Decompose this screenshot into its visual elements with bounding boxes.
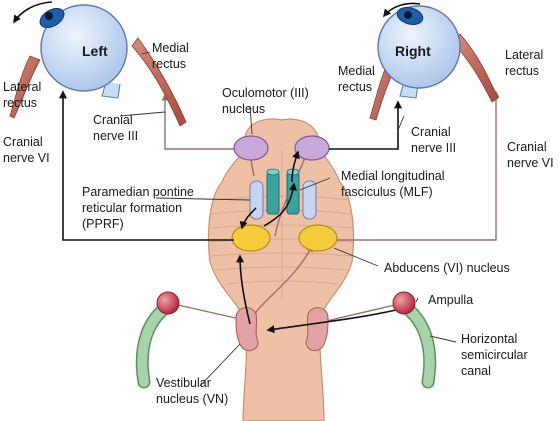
pprf-label: Paramedian pontine reticular formation (…: [82, 185, 197, 231]
cranial-nerve-vi-right-path: [335, 90, 500, 241]
ampulla-left-to-vn: [177, 304, 241, 320]
right-eye-label: Right: [395, 43, 431, 59]
lateral-rectus-right-label: Lateral rectus: [505, 48, 547, 78]
mlf-label: Medial longitudinal fasciculus (MLF): [341, 169, 448, 199]
left-medial-rectus: [131, 37, 187, 127]
ampulla-label: Ampulla: [428, 293, 473, 307]
right-eye: Right: [369, 2, 499, 121]
ampulla-right-to-vn: [321, 304, 396, 323]
abducens-nucleus-right: [298, 224, 338, 252]
semicircular-canal-label: Horizontal semicircular canal: [461, 332, 531, 378]
oculomotor-nucleus-label: Oculomotor (III) nucleus: [222, 86, 312, 116]
ampulla-left: [156, 291, 180, 315]
medial-rectus-right-label: Medial rectus: [338, 64, 378, 94]
mlf-to-oculomotor-right: [291, 150, 300, 183]
left-lateral-rectus: [9, 55, 41, 119]
medial-rectus-left-label: Medial rectus: [152, 41, 192, 71]
pprf-right-bar: [302, 180, 317, 220]
cranial-nerve-vi-right-label: Cranial nerve VI: [507, 140, 554, 170]
ampulla-right-to-vn-left: [266, 309, 397, 334]
vestibular-nucleus-label: Vestibular nucleus (VN): [156, 376, 228, 406]
lateral-rectus-left-label: Lateral rectus: [3, 80, 45, 110]
vestibular-nucleus-left: [235, 307, 259, 352]
cranial-nerve-iii-right-path: [329, 100, 402, 150]
left-eye-rotation-arrow: [13, 1, 53, 24]
labels: Medial rectus Lateral rectus Cranial ner…: [3, 41, 554, 406]
vestibular-nucleus-right: [305, 307, 329, 352]
abducens-left-to-mlf: [263, 182, 297, 227]
abducens-nucleus-label: Abducens (VI) nucleus: [384, 261, 510, 275]
vn-left-to-abducens-left: [236, 254, 251, 325]
cranial-nerve-iii-left-path: [161, 93, 236, 150]
oculomotor-nucleus-right: [294, 135, 330, 161]
pprf-to-abducens-left: [239, 207, 257, 230]
cranial-nerve-vi-left-path: [59, 90, 234, 241]
right-lateral-rectus: [451, 33, 499, 103]
cranial-nerve-vi-left-label: Cranial nerve VI: [3, 135, 50, 165]
brainstem: [207, 118, 355, 421]
right-eye-rotation-arrow: [382, 2, 421, 18]
left-eye-label: Left: [82, 43, 108, 59]
oculomotor-nucleus-left: [233, 135, 269, 161]
ampulla-right: [392, 291, 416, 315]
cranial-nerve-iii-right-label: Cranial nerve III: [411, 125, 456, 155]
left-eye: Left: [9, 1, 187, 127]
abducens-nucleus-left: [231, 224, 271, 252]
cranial-nerve-iii-left-label: Cranial nerve III: [93, 113, 138, 143]
